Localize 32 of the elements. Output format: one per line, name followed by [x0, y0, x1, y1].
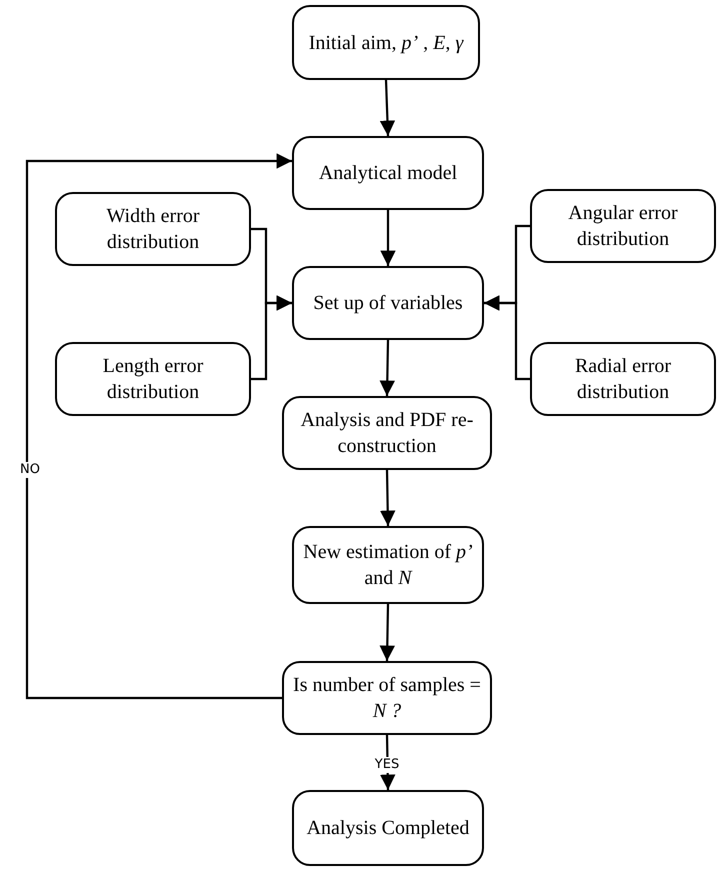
box-text: Analytical model	[318, 161, 458, 186]
process-box	[292, 5, 480, 80]
process-box	[282, 396, 492, 470]
arrow	[380, 604, 395, 662]
box-text: Initial aim, p’ , E, γ	[308, 30, 464, 56]
process-box	[282, 661, 492, 735]
process-box	[530, 189, 716, 263]
arrow	[380, 470, 396, 526]
box-text: Radial error distribution	[574, 354, 672, 405]
box-text: Length error distribution	[102, 354, 204, 405]
process-box	[292, 526, 484, 604]
process-box	[55, 192, 251, 266]
process-box	[55, 342, 251, 416]
arrow	[484, 295, 530, 380]
box-text: Is number of samples = N ?	[292, 673, 482, 724]
arrow	[380, 340, 395, 396]
box-text: Width error distribution	[105, 204, 201, 255]
arrow	[251, 295, 292, 380]
process-box	[292, 266, 484, 340]
edge-label: NO	[19, 462, 41, 478]
box-text: Angular error distribution	[567, 201, 679, 252]
arrow	[380, 80, 396, 136]
edge-label: YES	[374, 757, 400, 773]
process-box	[292, 790, 484, 866]
process-box	[530, 342, 716, 416]
box-text: Analysis and PDF re-construction	[300, 408, 474, 459]
arrow	[26, 153, 292, 700]
arrow	[380, 210, 396, 266]
box-text: New estimation of p’ and N	[302, 540, 474, 591]
box-text: Analysis Completed	[306, 816, 470, 841]
box-text: Set up of variables	[313, 291, 463, 316]
process-box	[292, 136, 484, 210]
